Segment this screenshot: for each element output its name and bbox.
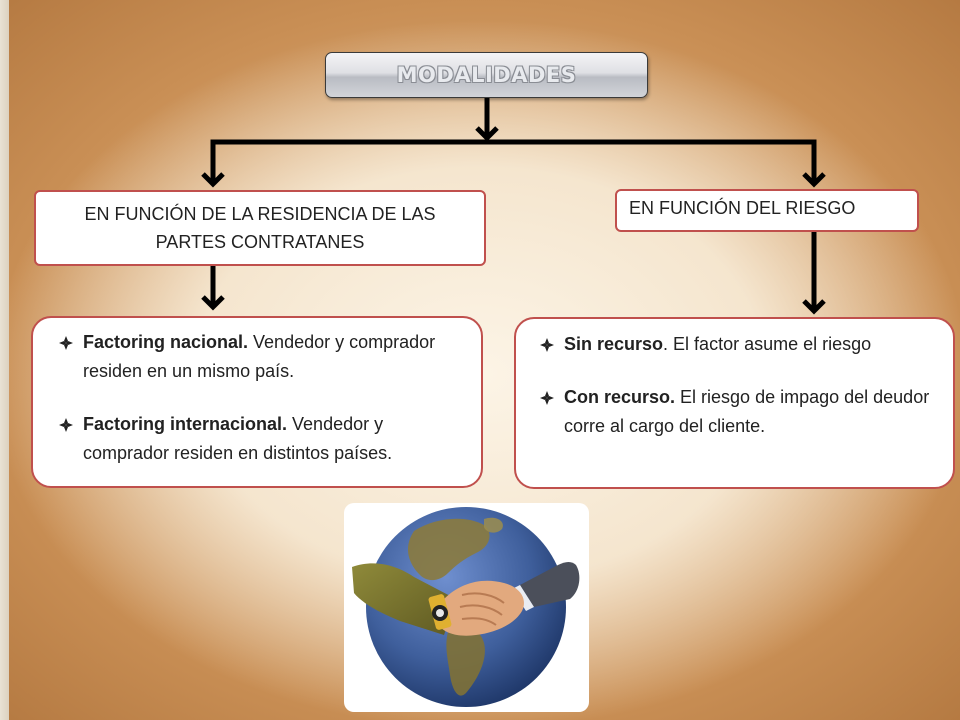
diamond-bullet-icon — [540, 391, 554, 405]
list-item-text: Factoring nacional. Vendedor y comprador… — [83, 328, 469, 386]
north-america — [407, 518, 490, 581]
arrowhead-risk — [802, 299, 826, 315]
item-term: Factoring internacional. — [83, 414, 288, 434]
handshake-hands — [436, 580, 524, 636]
branch-residence-label: EN FUNCIÓN DE LA RESIDENCIA DE LAS PARTE… — [84, 204, 436, 252]
title-modalidades: MODALIDADES — [325, 52, 648, 98]
list-item-text: Con recurso. El riesgo de impago del deu… — [564, 383, 943, 441]
slide-left-edge — [0, 0, 9, 720]
item-desc: Vendedor y comprador residen en distinto… — [83, 414, 393, 463]
list-item: Factoring nacional. Vendedor y comprador… — [55, 328, 469, 386]
item-term: Con recurso. — [564, 387, 676, 407]
list-item: Con recurso. El riesgo de impago del deu… — [536, 383, 943, 441]
globe-handshake-icon — [352, 507, 580, 707]
branch-residence-box: EN FUNCIÓN DE LA RESIDENCIA DE LAS PARTE… — [34, 190, 486, 266]
greenland — [484, 517, 503, 533]
item-term: Factoring nacional. — [83, 332, 249, 352]
item-desc: El riesgo de impago del deudor corre al … — [564, 387, 930, 436]
item-desc: . El factor asume el riesgo — [663, 334, 872, 354]
diamond-bullet-icon — [59, 336, 73, 350]
title-text: MODALIDADES — [396, 63, 577, 87]
left-sleeve — [352, 563, 456, 635]
right-sleeve — [520, 562, 580, 607]
diamond-bullet-icon — [540, 338, 554, 352]
item-term: Sin recurso — [564, 334, 664, 354]
south-america — [446, 622, 485, 696]
arrowhead-title — [475, 126, 499, 142]
item-desc: Vendedor y comprador residen en un mismo… — [83, 332, 436, 381]
risk-details-box: Sin recurso. El factor asume el riesgo C… — [514, 317, 955, 489]
list-item: Sin recurso. El factor asume el riesgo — [536, 330, 943, 359]
residence-details-box: Factoring nacional. Vendedor y comprador… — [31, 316, 483, 488]
branch-risk-label: EN FUNCIÓN DEL RIESGO — [629, 198, 856, 218]
list-item: Factoring internacional. Vendedor y comp… — [55, 410, 469, 468]
arrowhead-left — [201, 172, 225, 188]
diamond-bullet-icon — [59, 418, 73, 432]
globe-handshake-image — [344, 503, 589, 712]
list-item-text: Factoring internacional. Vendedor y comp… — [83, 410, 469, 468]
list-item-text: Sin recurso. El factor asume el riesgo — [564, 330, 871, 359]
arrowhead-right — [802, 172, 826, 188]
branch-risk-box: EN FUNCIÓN DEL RIESGO — [615, 189, 919, 232]
arrowhead-residence — [201, 295, 225, 311]
